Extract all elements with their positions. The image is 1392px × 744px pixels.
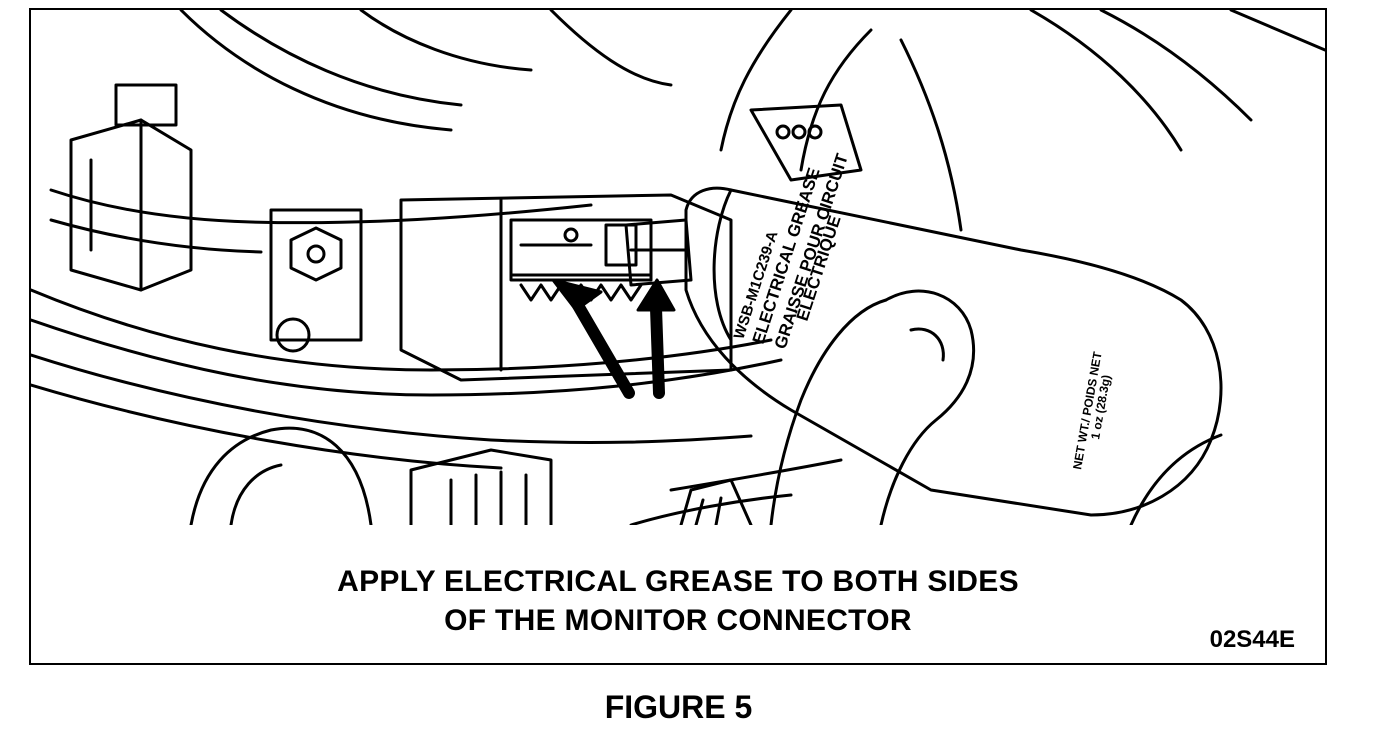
hoses — [31, 188, 783, 470]
caption: APPLY ELECTRICAL GREASE TO BOTH SIDES OF… — [31, 562, 1325, 640]
figure-label: FIGURE 5 — [604, 689, 753, 725]
arrow-right — [636, 278, 676, 399]
line-art-illustration: WSB-M1C239-A ELECTRICAL GREASE GRAISSE P… — [31, 10, 1325, 525]
engine-fan-shroud — [179, 10, 1325, 232]
figure-code: 02S44E — [1209, 626, 1295, 653]
hand — [629, 289, 1223, 525]
lower-components — [189, 426, 753, 525]
caption-line-1: APPLY ELECTRICAL GREASE TO BOTH SIDES — [337, 565, 1019, 598]
sensor-bracket — [69, 83, 193, 292]
figure-frame: WSB-M1C239-A ELECTRICAL GREASE GRAISSE P… — [29, 8, 1327, 665]
monitor-connector — [399, 193, 733, 382]
stud-nut — [269, 208, 363, 353]
arrow-left — [551, 278, 635, 399]
right-bracket — [749, 103, 863, 182]
caption-line-2: OF THE MONITOR CONNECTOR — [444, 604, 912, 637]
grease-tube — [624, 186, 1223, 517]
tube-label: WSB-M1C239-A ELECTRICAL GREASE GRAISSE P… — [731, 151, 1114, 471]
